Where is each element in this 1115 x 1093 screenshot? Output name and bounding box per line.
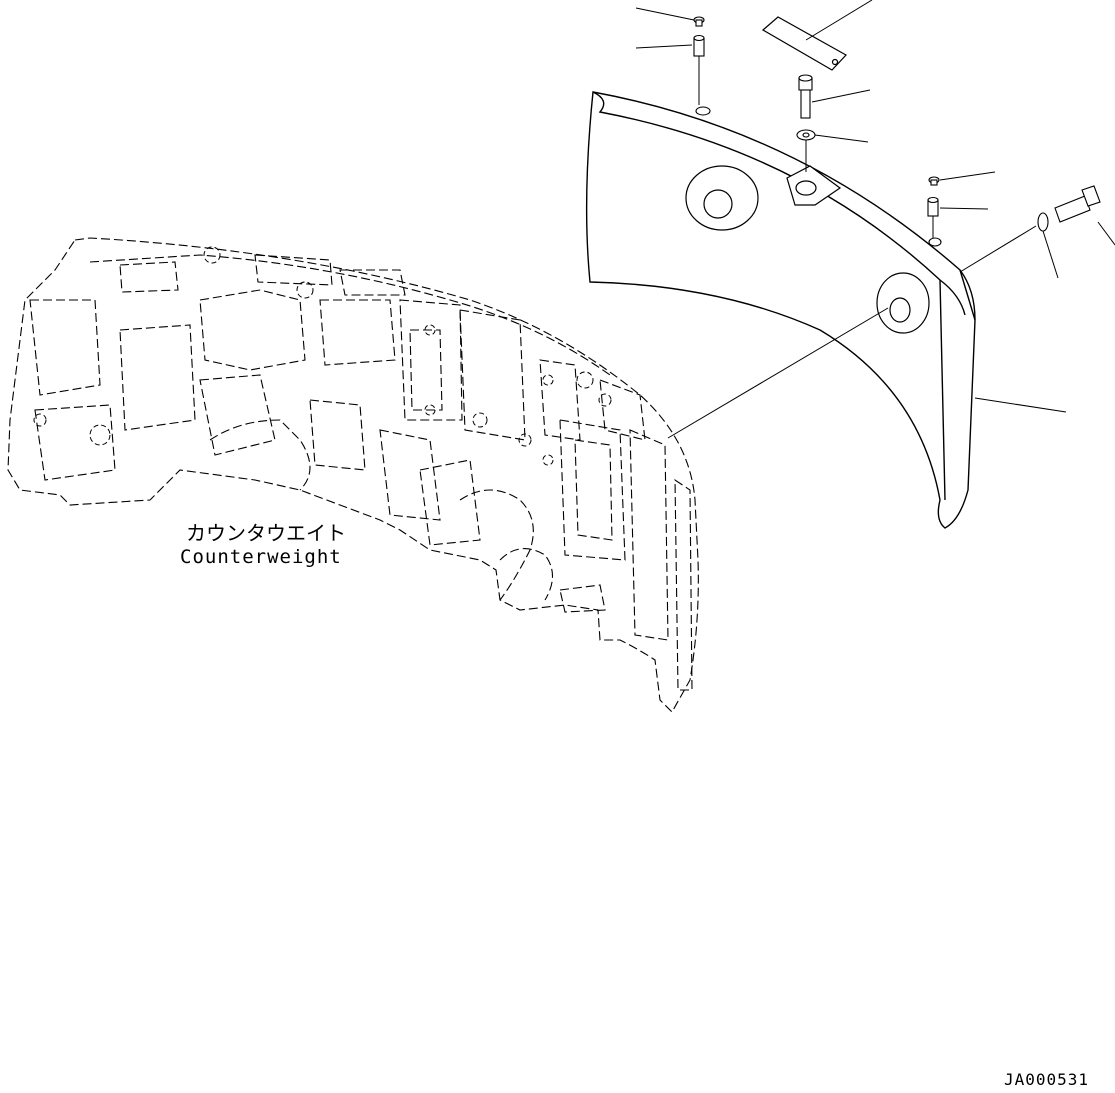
spacer-icon xyxy=(693,34,705,57)
plate-mount-boss-right xyxy=(876,272,930,334)
spacer-icon-right xyxy=(927,196,939,217)
washer-icon xyxy=(796,129,816,141)
leader-lines xyxy=(635,0,1115,439)
side-bolt-icon xyxy=(1054,185,1101,223)
part-label-jp: カウンタウエイト xyxy=(186,521,346,545)
plate-mount-boss-left xyxy=(685,165,759,231)
counterweight-body xyxy=(7,237,699,713)
cover-plate-icon xyxy=(761,16,847,71)
drawing-id: JA000531 xyxy=(1004,1070,1089,1089)
part-label-en: Counterweight xyxy=(180,546,342,568)
side-washer-icon xyxy=(1037,212,1049,232)
rear-cover-plate xyxy=(585,91,976,529)
screw-icon xyxy=(693,16,705,27)
counterweight-holes xyxy=(33,246,612,466)
bolt-icon xyxy=(798,74,813,119)
plate-stud-left xyxy=(695,106,711,116)
screw-icon-right xyxy=(928,176,940,186)
plate-stud-right xyxy=(928,237,942,247)
